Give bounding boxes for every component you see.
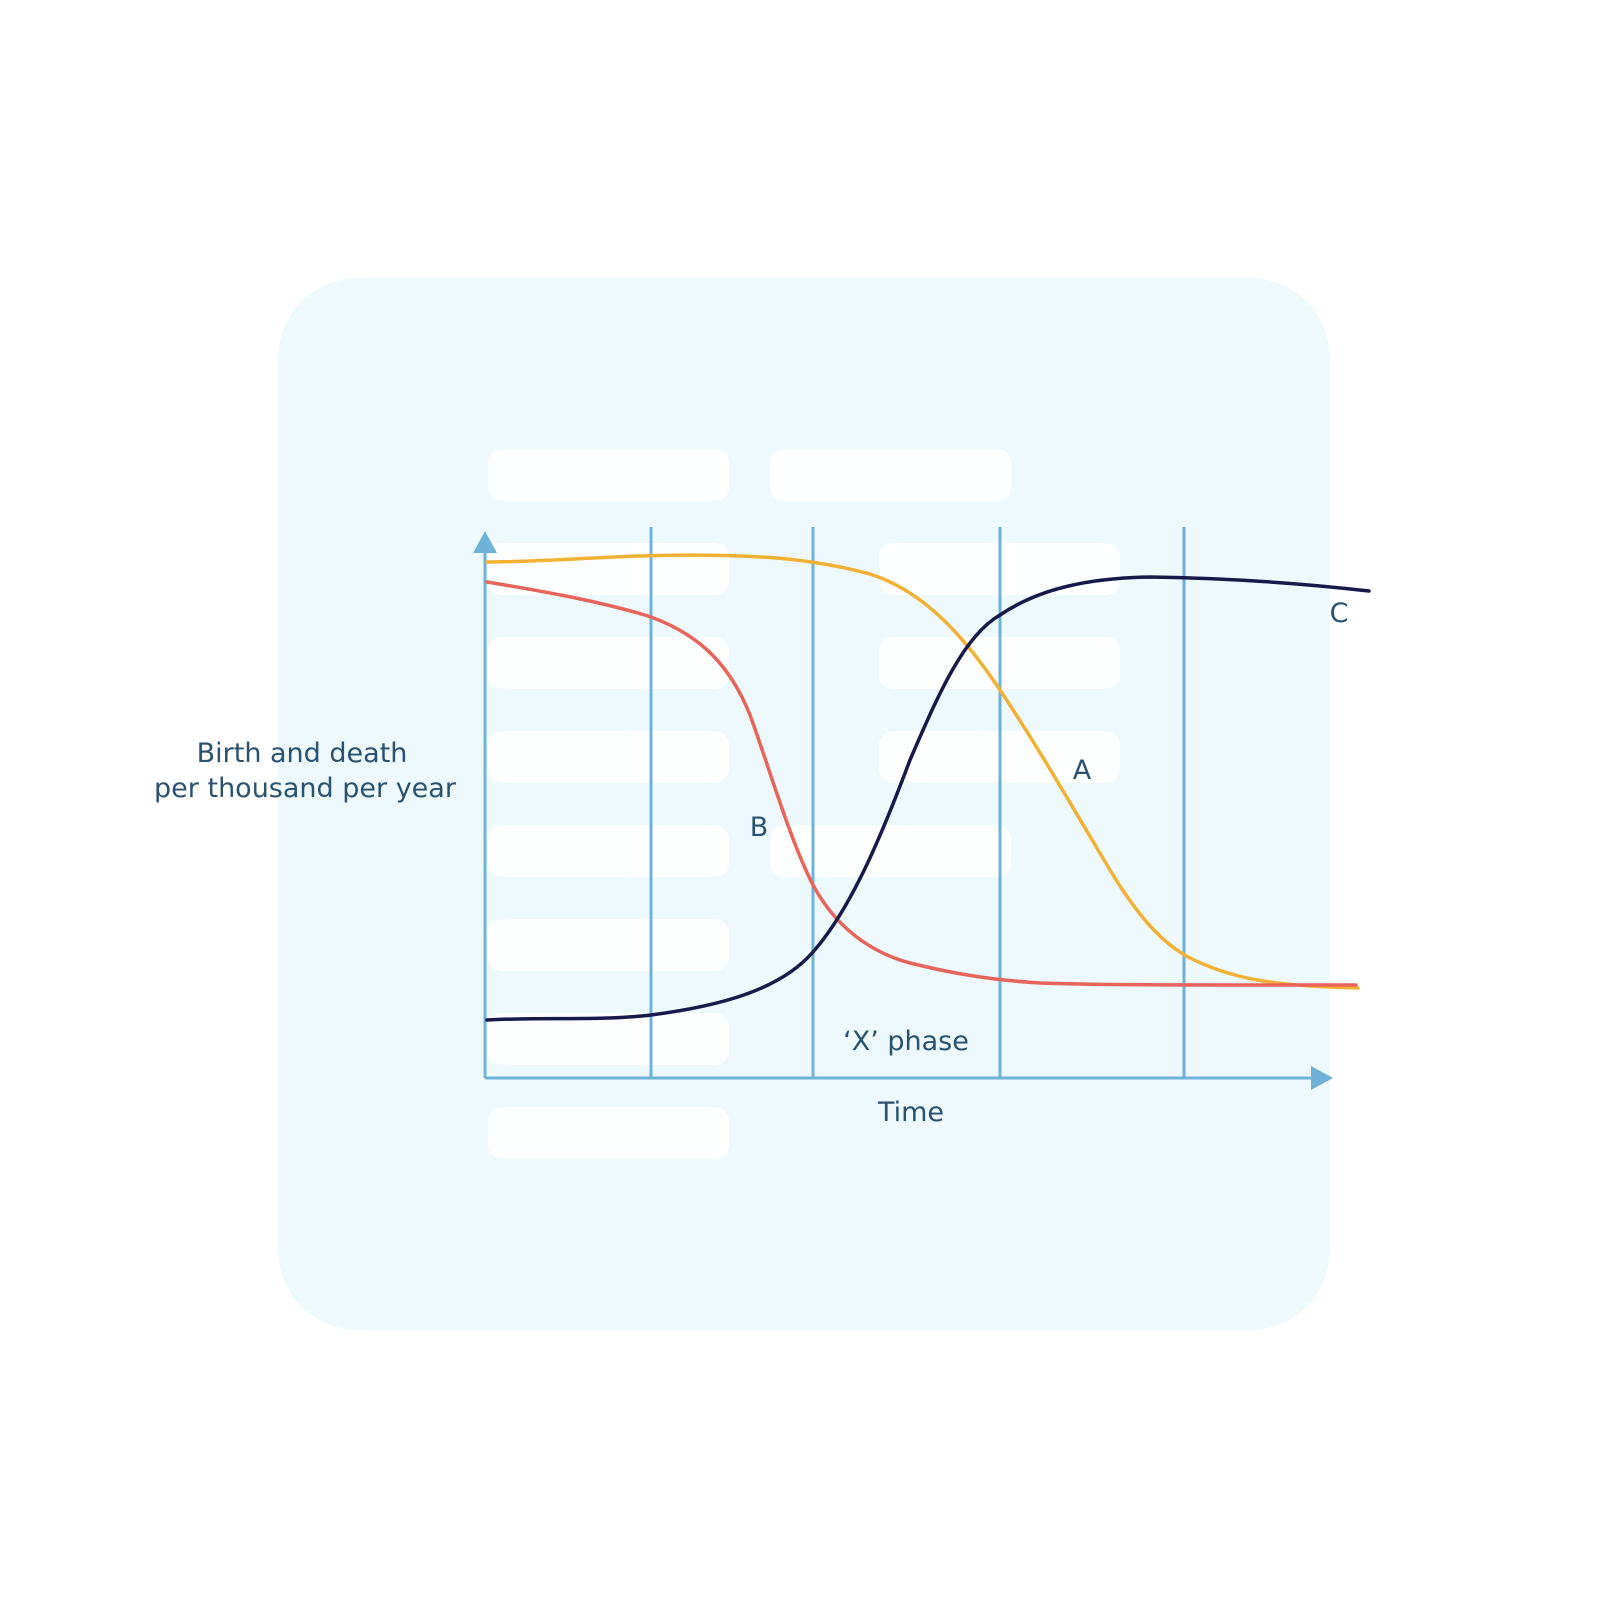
placeholder-bar — [770, 825, 1011, 877]
x-axis-label: Time — [877, 1097, 944, 1128]
placeholder-bar — [488, 637, 729, 689]
background-panel — [278, 278, 1330, 1330]
curves — [485, 553, 1371, 1022]
placeholder-bar — [488, 919, 729, 971]
placeholder-bar — [488, 1013, 729, 1065]
placeholder-bar — [488, 825, 729, 877]
phase-label: ‘X’ phase — [843, 1026, 969, 1057]
curve-label-c: C — [1330, 598, 1349, 629]
x-axis-arrow-icon — [1311, 1066, 1333, 1090]
placeholder-bar — [488, 1107, 729, 1159]
placeholder-bar — [488, 731, 729, 783]
curve-label-b: B — [750, 812, 769, 843]
placeholder-bar — [770, 449, 1011, 501]
axes — [473, 531, 1333, 1090]
curve-a — [485, 553, 1360, 990]
y-axis-label-line1: Birth and death — [197, 738, 408, 769]
y-axis-arrow-icon — [473, 531, 497, 553]
curve-b — [485, 580, 1358, 987]
placeholder-bar — [488, 449, 729, 501]
y-axis-label-line2: per thousand per year — [154, 773, 457, 804]
curve-c — [485, 575, 1371, 1022]
curve-label-a: A — [1073, 755, 1092, 786]
